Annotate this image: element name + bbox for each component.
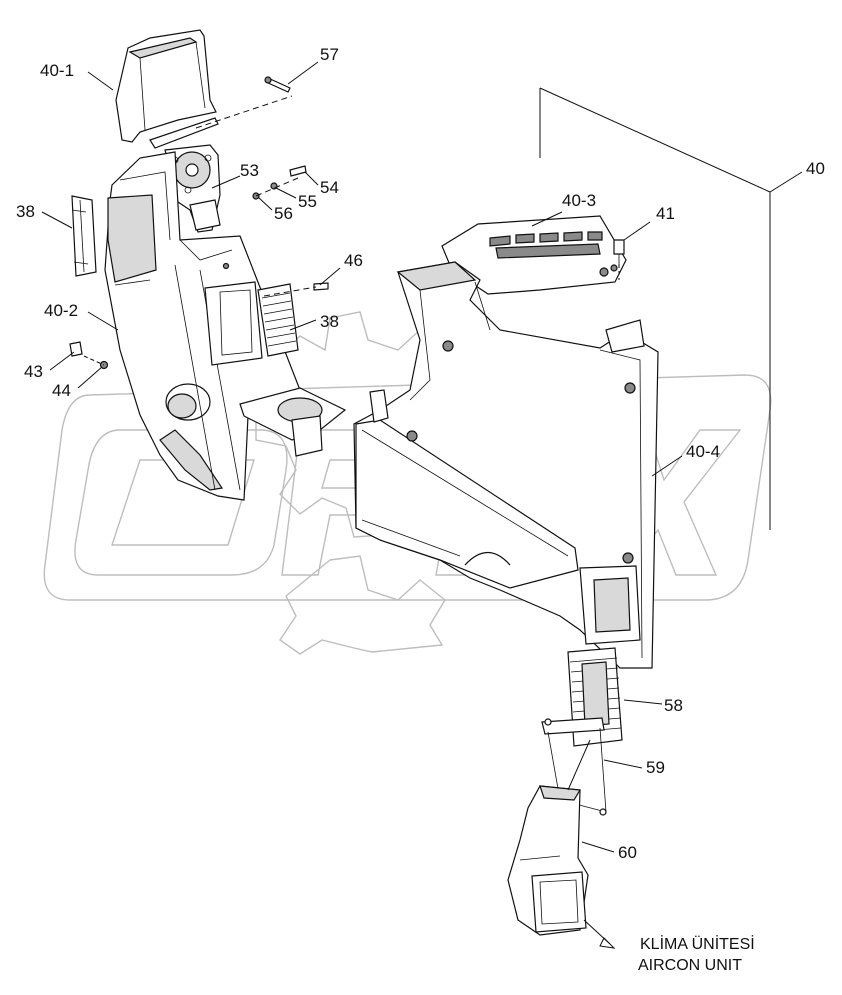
part-38-center-grille <box>257 283 299 357</box>
callout-labels: 40-1 57 53 54 55 56 38 40-2 46 38 43 44 … <box>16 45 825 862</box>
label-40-1: 40-1 <box>40 61 74 80</box>
label-38-center: 38 <box>320 312 339 331</box>
part-59-frame <box>541 717 607 816</box>
label-44: 44 <box>52 381 71 400</box>
label-55: 55 <box>298 192 317 211</box>
label-41: 41 <box>656 204 675 223</box>
label-60: 60 <box>618 843 637 862</box>
label-56: 56 <box>274 204 293 223</box>
part-40-3-top-vent <box>441 215 627 295</box>
label-54: 54 <box>320 178 339 197</box>
label-40: 40 <box>806 159 825 178</box>
label-57: 57 <box>320 45 339 64</box>
fastener-57-bolt <box>264 76 291 93</box>
part-cup-holder <box>239 387 347 457</box>
label-43: 43 <box>24 362 43 381</box>
label-58: 58 <box>664 696 683 715</box>
part-38-left-bracket <box>71 195 97 277</box>
fastener-54-screw <box>289 165 307 177</box>
label-46: 46 <box>344 251 363 270</box>
label-38-left: 38 <box>16 202 35 221</box>
label-53: 53 <box>240 161 259 180</box>
part-60-elbow-duct <box>507 785 589 936</box>
caption-line-2: AIRCON UNIT <box>638 957 742 974</box>
aircon-caption: KLİMA ÜNİTESİ AIRCON UNIT <box>638 934 755 974</box>
part-40-1-upper-vent <box>115 29 219 149</box>
part-40-4-right-panel <box>353 261 659 669</box>
caption-line-1: KLİMA ÜNİTESİ <box>640 934 755 953</box>
fastener-41-screw <box>613 239 625 264</box>
label-59: 59 <box>646 758 665 777</box>
fastener-46-screw <box>313 282 329 291</box>
label-40-2: 40-2 <box>44 301 78 320</box>
leader-lines <box>41 61 803 949</box>
part-58-bellows <box>567 647 623 747</box>
label-40-4: 40-4 <box>686 442 720 461</box>
label-40-3: 40-3 <box>562 191 596 210</box>
